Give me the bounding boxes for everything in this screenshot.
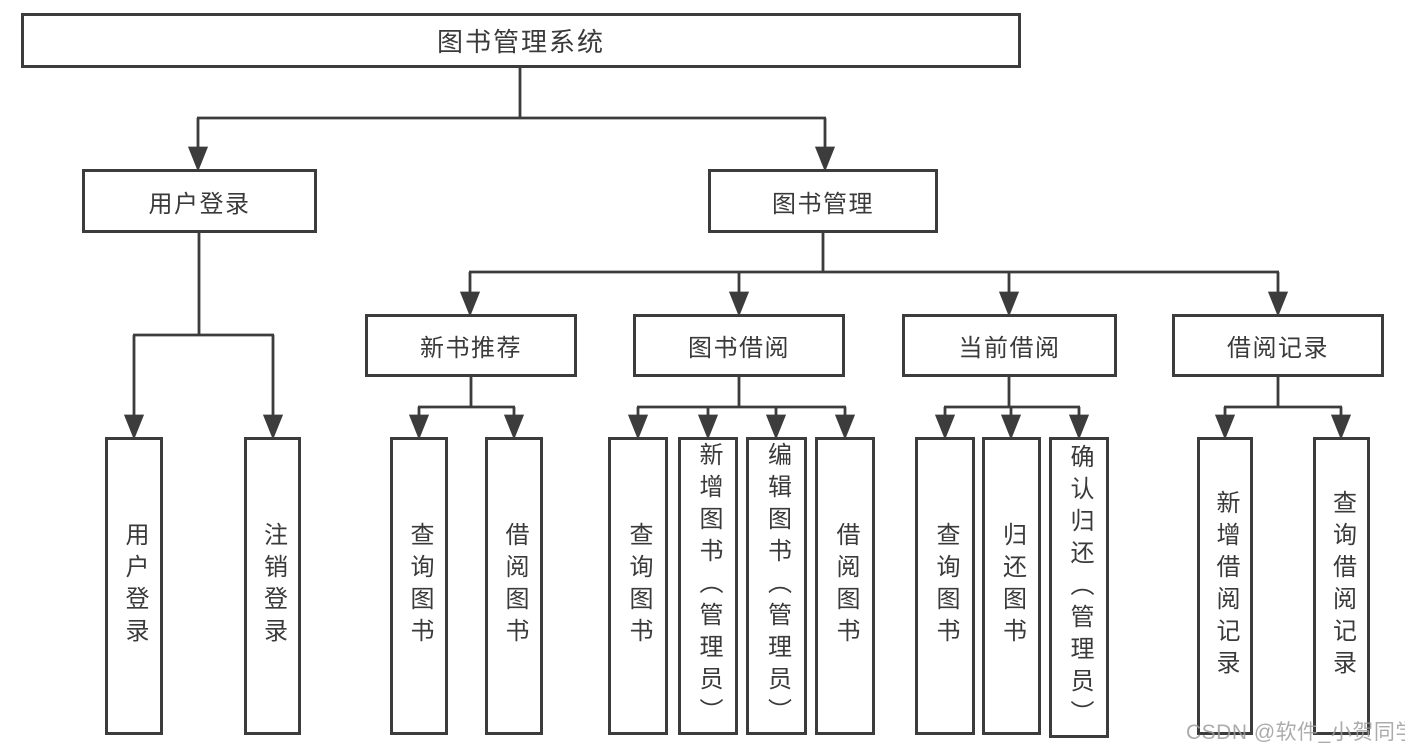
node-label: 注销登录 (259, 522, 287, 650)
node-query-borrow-record: 查询借阅记录 (1313, 437, 1370, 735)
node-query-books-recommend: 查询图书 (390, 437, 448, 735)
node-borrow-books-recommend: 借阅图书 (485, 437, 543, 735)
node-borrow-records: 借阅记录 (1172, 314, 1384, 377)
node-edit-book-admin: 编辑图书（管理员） (746, 437, 807, 735)
node-label: 图书借阅 (688, 335, 790, 362)
node-book-borrow: 图书借阅 (633, 314, 845, 377)
node-label: 查询图书 (406, 522, 433, 650)
node-label: 新书推荐 (420, 335, 522, 362)
node-add-book-admin: 新增图书（管理员） (678, 437, 738, 735)
node-current-borrow: 当前借阅 (902, 314, 1117, 377)
node-label: 图书管理系统 (436, 27, 605, 57)
node-query-books-borrow: 查询图书 (608, 437, 668, 735)
node-return-book: 归还图书 (982, 437, 1041, 735)
node-label: 新增借阅记录 (1212, 490, 1239, 682)
node-label: 查询图书 (625, 522, 652, 650)
node-borrow-books: 借阅图书 (815, 437, 875, 735)
node-label: 借阅图书 (832, 522, 859, 650)
node-label: 编辑图书（管理员） (763, 442, 791, 730)
node-root: 图书管理系统 (21, 13, 1021, 68)
node-book-management: 图书管理 (708, 169, 938, 233)
node-label: 借阅记录 (1227, 335, 1329, 362)
node-label: 归还图书 (998, 522, 1026, 650)
node-label: 查询借阅记录 (1328, 490, 1356, 682)
node-label: 用户登录 (121, 522, 148, 650)
node-add-borrow-record: 新增借阅记录 (1197, 437, 1253, 735)
node-login: 用户登录 (105, 437, 163, 735)
node-confirm-return-admin: 确认归还（管理员） (1049, 437, 1109, 738)
node-new-book-recommend: 新书推荐 (365, 314, 577, 377)
node-label: 图书管理 (772, 190, 874, 218)
node-label: 当前借阅 (958, 335, 1061, 362)
node-label: 确认归还（管理员） (1066, 443, 1093, 732)
node-query-books-current: 查询图书 (915, 437, 975, 735)
node-user-login: 用户登录 (82, 169, 317, 233)
node-label: 新增图书（管理员） (695, 442, 722, 730)
csdn-watermark: CSDN @软件_小贺同学 (1186, 721, 1405, 744)
node-label: 用户登录 (148, 190, 251, 218)
node-label: 借阅图书 (501, 522, 528, 650)
node-label: 查询图书 (932, 522, 959, 650)
node-logout: 注销登录 (244, 437, 301, 735)
